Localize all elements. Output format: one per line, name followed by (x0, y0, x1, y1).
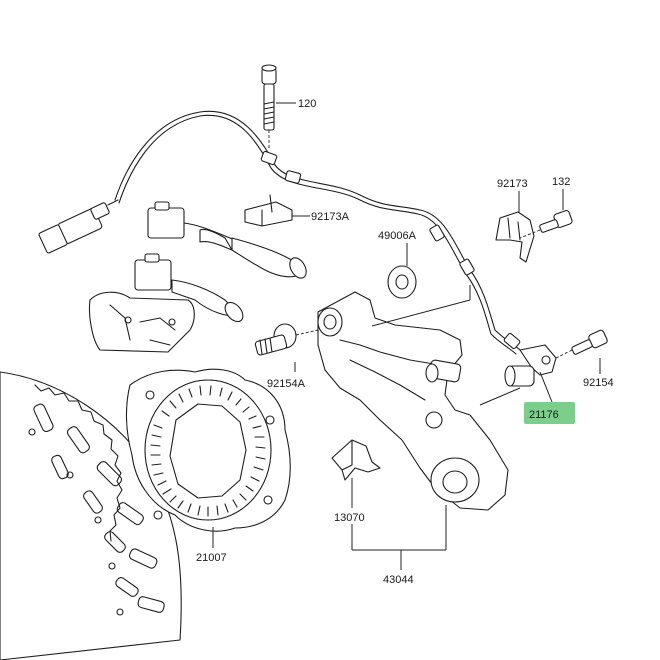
label-92173a[interactable]: 92173A (311, 211, 350, 223)
wire-guide-92173 (495, 211, 535, 263)
grommet-49006a (387, 265, 417, 299)
label-92173[interactable]: 92173 (497, 178, 528, 190)
abs-sensor-21176 (504, 344, 557, 387)
wire-holders (88, 194, 307, 353)
caliper-bracket (317, 291, 509, 511)
brake-disc (0, 371, 182, 660)
sensor-cable (114, 110, 521, 355)
label-21007[interactable]: 21007 (196, 552, 227, 564)
label-49006a[interactable]: 49006A (378, 230, 417, 242)
bolt-132 (519, 209, 573, 239)
bolt-120 (261, 64, 277, 150)
leader-lines (212, 102, 601, 570)
label-120[interactable]: 120 (298, 98, 316, 110)
label-highlight-21176 (524, 402, 575, 424)
sensor-connector (38, 199, 119, 254)
pad-spring-13070 (331, 439, 381, 481)
label-92154[interactable]: 92154 (583, 377, 614, 389)
bolt-92154a (254, 323, 319, 356)
bolt-92154 (555, 329, 608, 359)
label-21176[interactable]: 21176 (529, 409, 559, 421)
label-13070[interactable]: 13070 (334, 512, 365, 524)
abs-sensor-ring (125, 368, 291, 532)
label-43044[interactable]: 43044 (383, 574, 414, 586)
label-92154a[interactable]: 92154A (267, 378, 306, 390)
label-132[interactable]: 132 (552, 176, 570, 188)
